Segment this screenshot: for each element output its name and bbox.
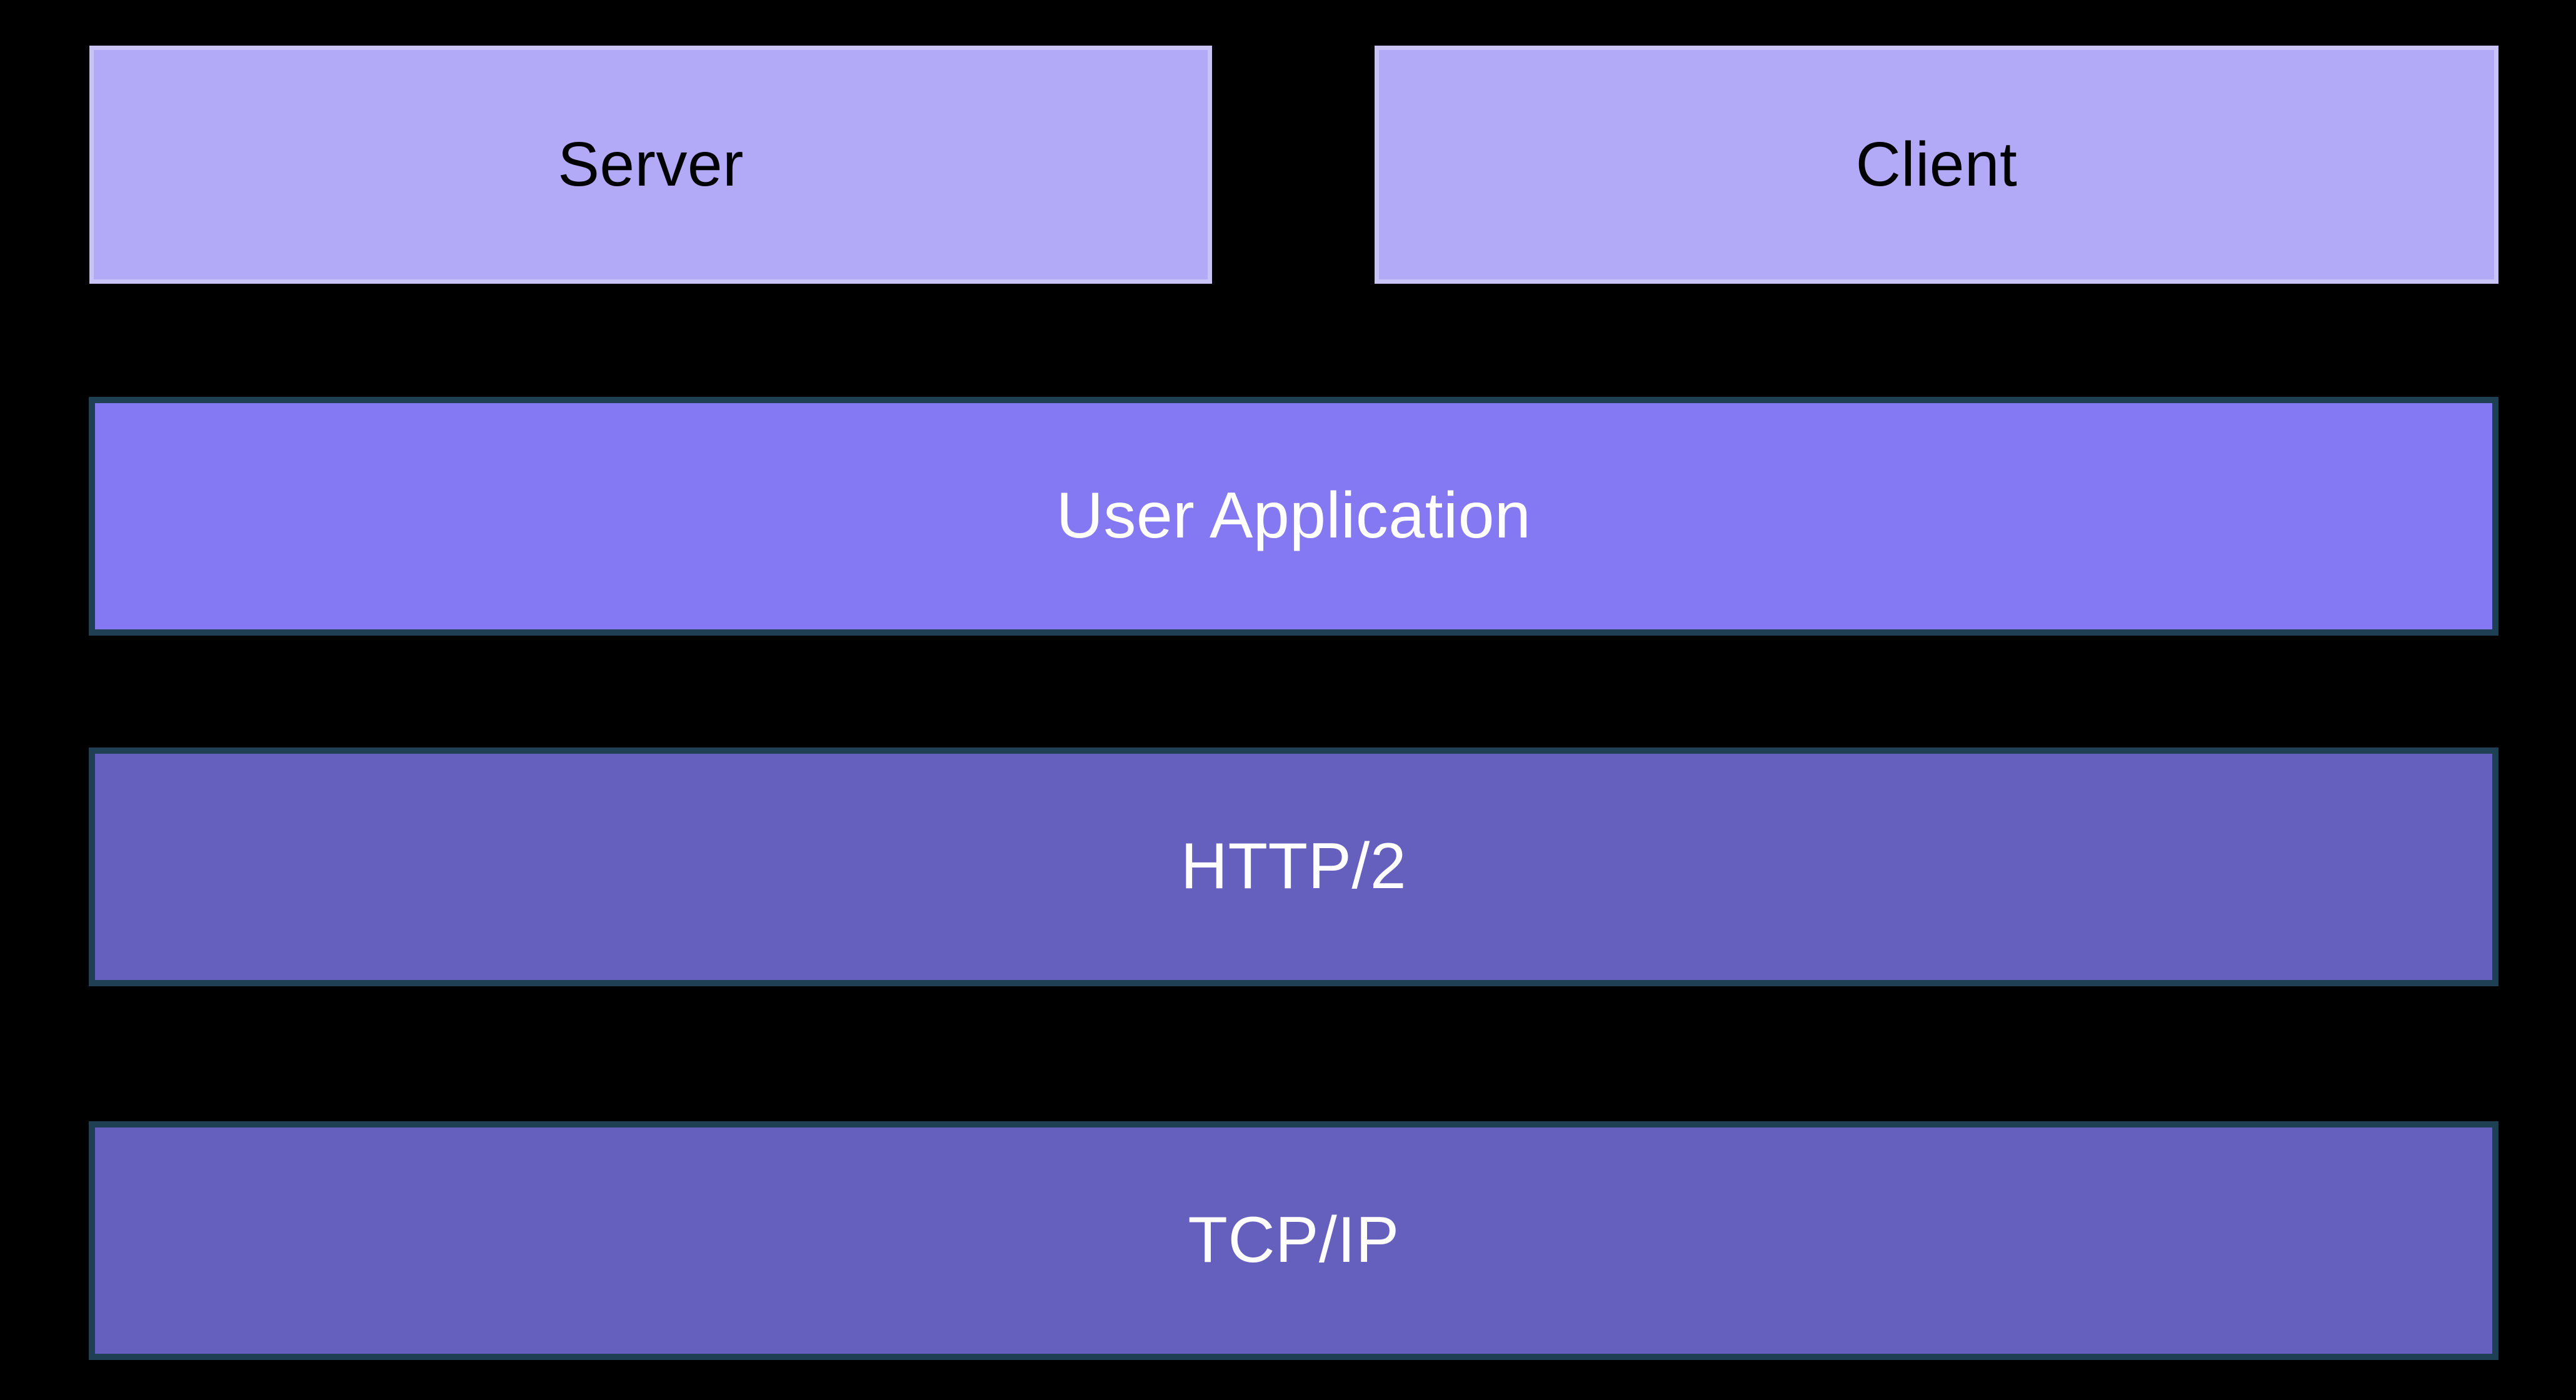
server-box-label: Server bbox=[558, 129, 744, 199]
user-application-layer-label: User Application bbox=[1056, 479, 1531, 552]
http2-layer-box[interactable]: HTTP/2 bbox=[89, 748, 2498, 986]
http2-layer-label: HTTP/2 bbox=[1180, 830, 1407, 903]
client-box-label: Client bbox=[1855, 129, 2018, 199]
user-application-layer-box[interactable]: User Application bbox=[89, 397, 2498, 636]
server-box[interactable]: Server bbox=[89, 46, 1212, 284]
tcpip-layer-label: TCP/IP bbox=[1188, 1204, 1400, 1277]
tcpip-layer-box[interactable]: TCP/IP bbox=[89, 1121, 2498, 1360]
client-box[interactable]: Client bbox=[1375, 46, 2498, 284]
